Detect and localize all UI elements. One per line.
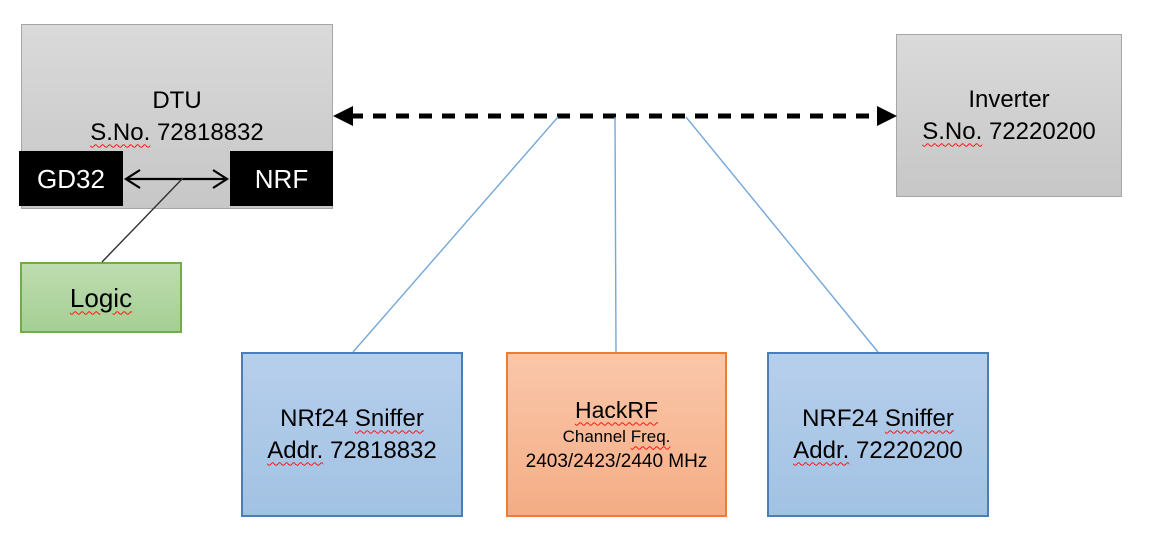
gd32-box: GD32 (19, 151, 123, 206)
sniffer-right-box: NRF24 Sniffer Addr. 72220200 (767, 352, 989, 517)
sniffer-right-name: NRF24 Sniffer (802, 403, 954, 435)
nrf-label: NRF (254, 163, 309, 194)
nrf-box: NRF (230, 151, 333, 206)
dtu-title: DTU (152, 86, 202, 114)
tap-line-sniffer-left (352, 116, 559, 353)
dashed-link-left-arrowhead-icon (333, 106, 353, 126)
sniffer-left-addr-value: 72818832 (329, 436, 437, 464)
sniffer-left-addr-label: Addr. (267, 436, 324, 464)
sniffer-right-name-word: Sniffer (884, 404, 954, 432)
sniffer-right-name-prefix: NRF24 (802, 404, 879, 432)
logic-label: Logic (69, 282, 133, 313)
dashed-link-right-arrowhead-icon (877, 106, 897, 126)
hackrf-title: HackRF (575, 395, 658, 425)
hackrf-freq-word: Freq. (630, 426, 671, 446)
hackrf-title-text: HackRF (574, 396, 659, 423)
sniffer-left-name-word: Sniffer (354, 404, 424, 432)
sniffer-left-name: NRf24 Sniffer (280, 403, 424, 435)
inverter-title: Inverter (968, 85, 1050, 113)
dtu-serial-label: S.No. (90, 118, 151, 146)
sniffer-right-addr-label: Addr. (793, 436, 850, 464)
hackrf-frequencies: 2403/2423/2440 MHz (525, 450, 708, 472)
inverter-serial: S.No. 72220200 (922, 116, 1095, 148)
hackrf-channel-label: Channel Freq. (563, 425, 671, 448)
sniffer-left-name-prefix: NRf24 (280, 404, 349, 432)
tap-line-hackrf (614, 116, 617, 353)
sniffer-right-addr: Addr. 72220200 (793, 435, 963, 467)
inverter-serial-label: S.No. (922, 117, 983, 145)
dtu-serial: S.No. 72818832 (90, 117, 263, 149)
hackrf-box: HackRF Channel Freq. 2403/2423/2440 MHz (506, 352, 727, 517)
dtu-serial-number: 72818832 (156, 118, 264, 146)
sniffer-left-addr: Addr. 72818832 (267, 435, 437, 467)
hackrf-channel-word: Channel (562, 426, 626, 446)
gd32-label: GD32 (37, 163, 105, 194)
logic-box: Logic (20, 262, 182, 333)
inverter-box: Inverter S.No. 72220200 (896, 34, 1122, 197)
sniffer-left-box: NRf24 Sniffer Addr. 72818832 (241, 352, 463, 517)
sniffer-right-addr-value: 72220200 (855, 436, 963, 464)
inverter-serial-number: 72220200 (988, 117, 1096, 145)
tap-line-sniffer-right (685, 116, 879, 353)
